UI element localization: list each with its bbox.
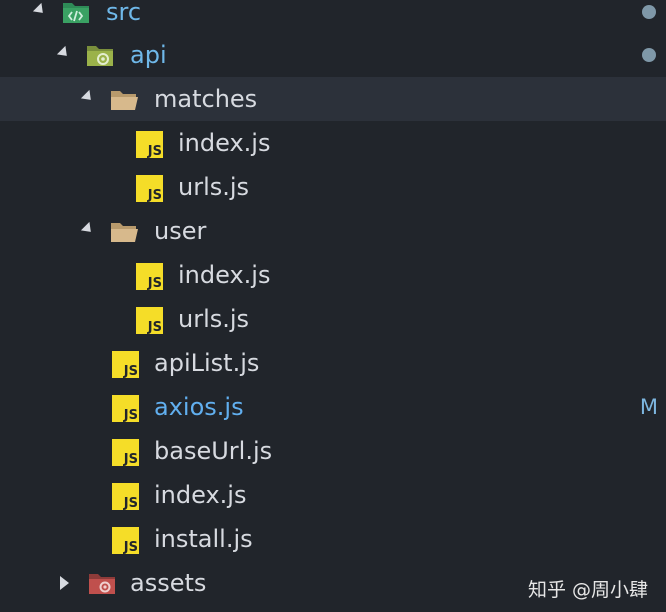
js-file-icon: JS — [112, 439, 139, 467]
tree-item-file[interactable]: JS urls.js — [0, 165, 666, 209]
status-dot — [642, 5, 656, 19]
assets-folder-icon — [89, 574, 115, 594]
tree-item-label: matches — [154, 85, 258, 113]
tree-item-file[interactable]: JS apiList.js — [0, 341, 666, 385]
tree-item-label: urls.js — [178, 305, 250, 333]
tree-item-assets[interactable]: assets — [0, 561, 666, 605]
js-file-icon: JS — [112, 395, 139, 423]
tree-item-file[interactable]: JS install.js — [0, 517, 666, 561]
tree-item-label: apiList.js — [154, 349, 260, 377]
chevron-down-icon[interactable] — [56, 45, 72, 61]
js-file-icon: JS — [136, 175, 163, 203]
status-dot — [642, 48, 656, 62]
folder-open-icon — [111, 223, 138, 242]
tree-item-label: axios.js — [154, 393, 244, 421]
tree-item-file[interactable]: JS index.js — [0, 253, 666, 297]
js-file-icon: JS — [136, 131, 163, 159]
folder-open-icon — [111, 91, 138, 110]
tree-item-api[interactable]: api — [0, 33, 666, 77]
js-file-icon: JS — [112, 527, 139, 555]
chevron-down-icon[interactable] — [80, 221, 96, 237]
js-file-icon: JS — [136, 263, 163, 291]
tree-item-label: assets — [130, 569, 207, 597]
tree-item-label: index.js — [154, 481, 247, 509]
tree-item-file[interactable]: JS baseUrl.js — [0, 429, 666, 473]
tree-item-file[interactable]: JS index.js — [0, 121, 666, 165]
tree-item-file[interactable]: JS urls.js — [0, 297, 666, 341]
js-file-icon: JS — [112, 351, 139, 379]
api-folder-icon — [87, 46, 113, 66]
tree-item-file[interactable]: JS index.js — [0, 473, 666, 517]
tree-item-src[interactable]: src — [0, 0, 666, 34]
tree-item-label: baseUrl.js — [154, 437, 273, 465]
tree-item-label: user — [154, 217, 207, 245]
tree-item-file[interactable]: JS axios.js M — [0, 385, 666, 429]
tree-item-user[interactable]: user — [0, 209, 666, 253]
src-folder-icon — [63, 3, 89, 23]
js-file-icon: JS — [112, 483, 139, 511]
tree-item-label: index.js — [178, 261, 271, 289]
tree-item-matches[interactable]: matches — [0, 77, 666, 121]
js-file-icon: JS — [136, 307, 163, 335]
tree-item-label: index.js — [178, 129, 271, 157]
tree-item-label: install.js — [154, 525, 253, 553]
tree-item-label: src — [106, 0, 142, 26]
tree-item-label: api — [130, 41, 167, 69]
watermark: 知乎 @周小肆 — [527, 579, 648, 601]
chevron-down-icon[interactable] — [80, 89, 96, 105]
chevron-right-icon[interactable] — [60, 576, 69, 590]
chevron-down-icon[interactable] — [32, 2, 48, 18]
git-status-badge: M — [639, 395, 658, 419]
tree-item-label: urls.js — [178, 173, 250, 201]
